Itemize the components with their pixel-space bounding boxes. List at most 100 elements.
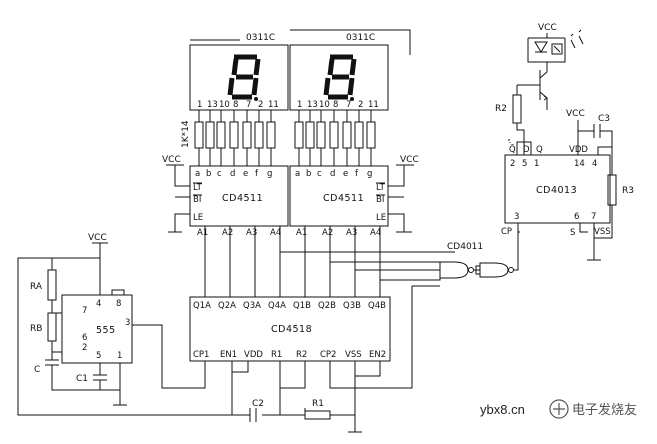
svg-text:Q3B: Q3B <box>343 301 361 311</box>
rb-label: RB <box>30 324 42 334</box>
svg-text:Q2B: Q2B <box>318 301 336 311</box>
svg-text:b: b <box>206 169 211 179</box>
c2-label: C2 <box>252 399 264 409</box>
digit-8-left <box>227 54 261 100</box>
watermark-site: ybx8.cn <box>480 402 525 417</box>
digit-8-right <box>323 54 357 100</box>
svg-text:Q4B: Q4B <box>368 301 386 311</box>
svg-text:5: 5 <box>96 351 101 361</box>
svg-text:d: d <box>330 169 335 179</box>
svg-text:1: 1 <box>534 159 539 169</box>
resistor-rb <box>47 312 57 342</box>
svg-text:f: f <box>355 169 359 179</box>
resistor-ra <box>47 269 57 301</box>
svg-text:CP2: CP2 <box>320 350 336 360</box>
cd4511-right: CD4511 a b c d e f g LT BI LE A1 A2 A3 A… <box>289 155 419 238</box>
svg-text:Q1A: Q1A <box>193 301 211 311</box>
svg-text:11: 11 <box>268 100 279 110</box>
cd4518-name: CD4518 <box>271 324 312 335</box>
display-common-wire <box>190 29 411 55</box>
svg-text:2: 2 <box>258 100 263 110</box>
svg-text:7: 7 <box>591 212 596 222</box>
display-right: 0311C 1 13 10 8 7 2 11 <box>289 33 389 111</box>
timer-555: 555 4 8 7 3 6 2 5 1 VCC RA RB C C1 <box>17 233 232 416</box>
capacitor-c2 <box>249 408 257 422</box>
svg-text:R1: R1 <box>271 350 282 360</box>
display-left-label: 0311C <box>246 33 275 43</box>
svg-text:LE: LE <box>376 213 386 223</box>
cd4011-name: CD4011 <box>447 242 483 252</box>
svg-text:f: f <box>255 169 259 179</box>
svg-text:g: g <box>267 169 272 179</box>
svg-text:VSS: VSS <box>594 227 611 237</box>
svg-text:4: 4 <box>592 159 597 169</box>
svg-text:A3: A3 <box>246 228 257 238</box>
svg-text:5: 5 <box>522 159 527 169</box>
svg-text:c: c <box>317 169 322 179</box>
c3-label: C3 <box>598 114 610 124</box>
ra-label: RA <box>30 282 43 292</box>
watermark-logo-icon <box>553 403 565 415</box>
svg-text:11: 11 <box>368 100 379 110</box>
display-left: 0311C 1 13 10 8 7 2 11 <box>189 33 289 111</box>
svg-text:3: 3 <box>514 212 519 222</box>
svg-text:1: 1 <box>117 351 122 361</box>
svg-text:6: 6 <box>574 212 579 222</box>
svg-text:e: e <box>243 169 248 179</box>
cd4511-left: CD4511 a b c d e f g LT BI LE A1 A2 A3 A… <box>162 155 289 238</box>
svg-text:VDD: VDD <box>569 145 588 155</box>
svg-text:7: 7 <box>246 100 251 110</box>
r2-label: R2 <box>495 104 507 114</box>
svg-text:A4: A4 <box>270 228 281 238</box>
svg-text:A2: A2 <box>222 228 233 238</box>
svg-text:10: 10 <box>219 100 230 110</box>
resistor-array-left <box>194 110 276 166</box>
cd4511-left-name: CD4511 <box>222 193 263 204</box>
resistor-r3 <box>607 174 617 206</box>
timer-555-name: 555 <box>96 325 116 336</box>
svg-text:14: 14 <box>574 159 585 169</box>
svg-text:13: 13 <box>207 100 218 110</box>
svg-text:Q2A: Q2A <box>218 301 236 311</box>
svg-text:8: 8 <box>233 100 238 110</box>
svg-text:S: S <box>570 228 575 238</box>
svg-text:Q1B: Q1B <box>293 301 311 311</box>
svg-text:8: 8 <box>333 100 338 110</box>
svg-text:LE: LE <box>193 213 203 223</box>
svg-text:b: b <box>306 169 311 179</box>
svg-text:3: 3 <box>125 318 130 328</box>
svg-text:7: 7 <box>346 100 351 110</box>
svg-text:BI: BI <box>376 195 384 205</box>
watermark-brand: 电子发烧友 <box>572 402 637 417</box>
r3-label: R3 <box>622 186 634 196</box>
svg-text:A3: A3 <box>346 228 357 238</box>
svg-text:LT: LT <box>193 183 203 193</box>
svg-text:e: e <box>343 169 348 179</box>
svg-text:1: 1 <box>197 100 202 110</box>
resistor-r1 <box>304 410 331 420</box>
resistor-r2 <box>512 94 522 124</box>
svg-text:6: 6 <box>82 333 87 343</box>
svg-text:VSS: VSS <box>345 350 362 360</box>
svg-text:4: 4 <box>96 299 101 309</box>
svg-text:Q: Q <box>536 145 543 155</box>
cd4511-right-name: CD4511 <box>323 193 364 204</box>
cd4013: CD4013 Q̄ D Q 2 5 1 VDD 14 4 CP 3 S 6 VS… <box>501 109 634 261</box>
capacitor-c <box>45 359 59 366</box>
svg-text:R2: R2 <box>296 350 307 360</box>
svg-text:D: D <box>523 145 530 155</box>
svg-text:c: c <box>217 169 222 179</box>
vcc-label-555: VCC <box>88 233 107 243</box>
relay-driver: VCC R2 <box>495 23 584 147</box>
svg-text:Q3A: Q3A <box>243 301 261 311</box>
vcc-label-relay: VCC <box>538 23 557 33</box>
svg-text:A4: A4 <box>370 228 381 238</box>
display-right-label: 0311C <box>346 33 375 43</box>
svg-text:A2: A2 <box>322 228 333 238</box>
svg-text:VDD: VDD <box>244 350 263 360</box>
vcc-label-4013: VCC <box>566 109 585 119</box>
svg-text:d: d <box>230 169 235 179</box>
cd4518: CD4518 Q1A Q2A Q3A Q4A Q1B Q2B Q3B Q4B C… <box>140 286 413 433</box>
resistor-array-right <box>294 110 376 166</box>
